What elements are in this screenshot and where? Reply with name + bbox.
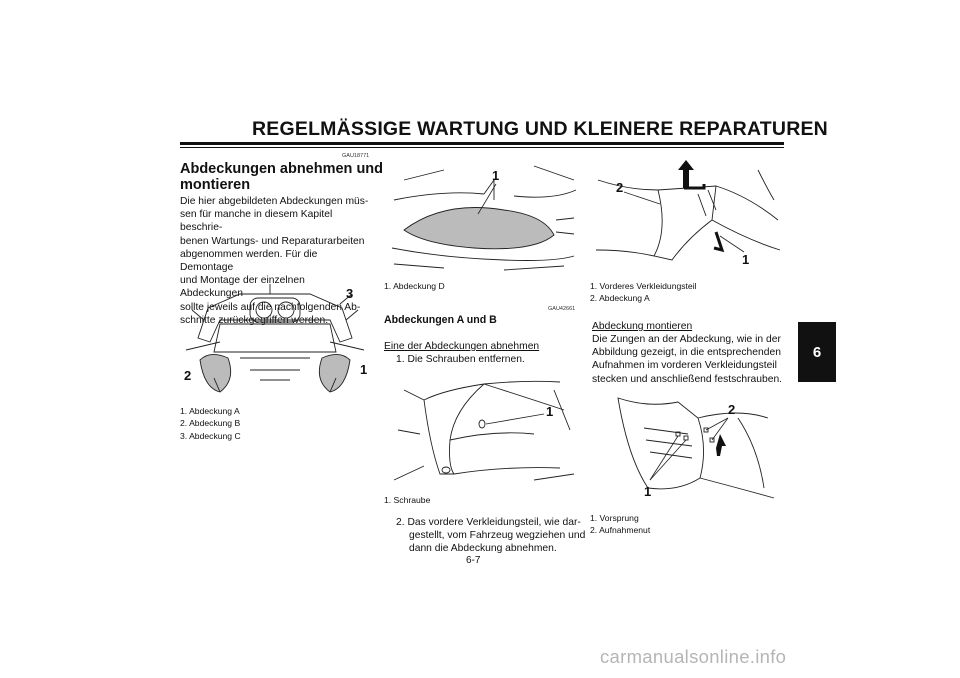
caption-item: 2. Abdeckung A: [590, 293, 650, 304]
figure-caption-list: 1. Abdeckung A 2. Abdeckung B 3. Abdecku…: [180, 405, 241, 442]
chapter-tab: 6: [798, 322, 836, 382]
header-rule-thin: [180, 147, 784, 148]
figure-label: 1: [492, 168, 499, 183]
figure-caption-list: 1. Abdeckung D: [384, 280, 445, 292]
caption-item: 1. Abdeckung D: [384, 281, 445, 291]
step-2-line: dann die Abdeckung abnehmen.: [409, 543, 557, 555]
figure-label: 3: [346, 286, 353, 301]
caption-item: 3. Abdeckung C: [180, 430, 241, 441]
intro-line: benen Wartungs- und Reparaturarbeiten: [180, 235, 365, 247]
seat-illustration: 1: [384, 160, 580, 275]
mount-heading: Abdeckung montieren: [592, 321, 693, 332]
intro-line: Die hier abgebildeten Abdeckungen müs-: [180, 196, 369, 207]
tongue-slot-illustration: 1 2: [588, 388, 784, 508]
step-2: 2. Das vordere Verkleidungsteil, wie dar…: [396, 516, 585, 556]
watermark-text: carmanualsonline.info: [600, 646, 787, 667]
figure-label: 2: [184, 368, 191, 383]
remove-heading: Eine der Abdeckungen abnehmen: [384, 341, 540, 352]
section-title: Abdeckungen abnehmen und montieren: [180, 161, 383, 193]
intro-line: und Montage der einzelnen Abdeckungen: [180, 275, 305, 300]
figure-caption-list: 1. Vorsprung 2. Aufnahmenut: [590, 512, 650, 537]
header-rule: [180, 142, 784, 145]
front-cowling-illustration: 2 1: [588, 160, 784, 276]
figure-label: 2: [616, 180, 623, 195]
page-number: 6-7: [466, 555, 481, 566]
caption-item: 1. Vorsprung: [590, 513, 639, 523]
caption-item: 2. Abdeckung B: [180, 418, 241, 429]
figure-label: 2: [728, 402, 735, 417]
intro-line: abgenommen werden. Für die Demontage: [180, 248, 318, 274]
intro-line: sen für manche in diesem Kapitel beschri…: [180, 209, 333, 234]
side-cover-illustration: 1: [384, 370, 580, 486]
section-title-line-1: Abdeckungen abnehmen und: [180, 161, 384, 177]
mount-line: stecken und anschließend festschrauben.: [592, 373, 783, 385]
mount-line: Aufnahmen im vorderen Verkleidungsteil: [592, 360, 777, 372]
caption-item: 1. Vorderes Verkleidungsteil: [590, 281, 697, 291]
figure-caption-list: 1. Schraube: [384, 494, 430, 506]
figure-label: 1: [742, 252, 749, 267]
figure-label: 1: [360, 362, 367, 377]
page-header-title: REGELMÄSSIGE WARTUNG UND KLEINERE REPARA…: [252, 118, 828, 140]
mount-line: Abbildung gezeigt, in die entsprechenden: [592, 347, 781, 359]
section-code: GAU42661: [548, 306, 576, 312]
section-code: GAU18771: [342, 153, 370, 159]
figure-caption-list: 1. Vorderes Verkleidungsteil 2. Abdeckun…: [590, 280, 697, 305]
figure-label: 1: [546, 404, 553, 419]
caption-item: 2. Aufnahmenut: [590, 525, 651, 536]
caption-item: 1. Abdeckung A: [180, 406, 240, 416]
intro-line: sollte jeweils auf die nachfolgenden Ab-: [180, 301, 361, 313]
step-2-line: 2. Das vordere Verkleidungsteil, wie dar…: [396, 517, 581, 528]
mount-line: Die Zungen an der Abdeckung, wie in der: [592, 334, 781, 345]
step-1: 1. Die Schrauben entfernen.: [396, 354, 525, 365]
caption-item: 1. Schraube: [384, 495, 431, 505]
mount-paragraph: Die Zungen an der Abdeckung, wie in der …: [592, 333, 784, 386]
section-title-line-2: montieren: [180, 177, 251, 193]
step-2-line: gestellt, vom Fahrzeug wegziehen und: [409, 530, 586, 542]
subsection-title: Abdeckungen A und B: [384, 314, 497, 326]
figure-label: 1: [644, 484, 651, 499]
dashboard-illustration: 3 2 1: [180, 280, 370, 400]
